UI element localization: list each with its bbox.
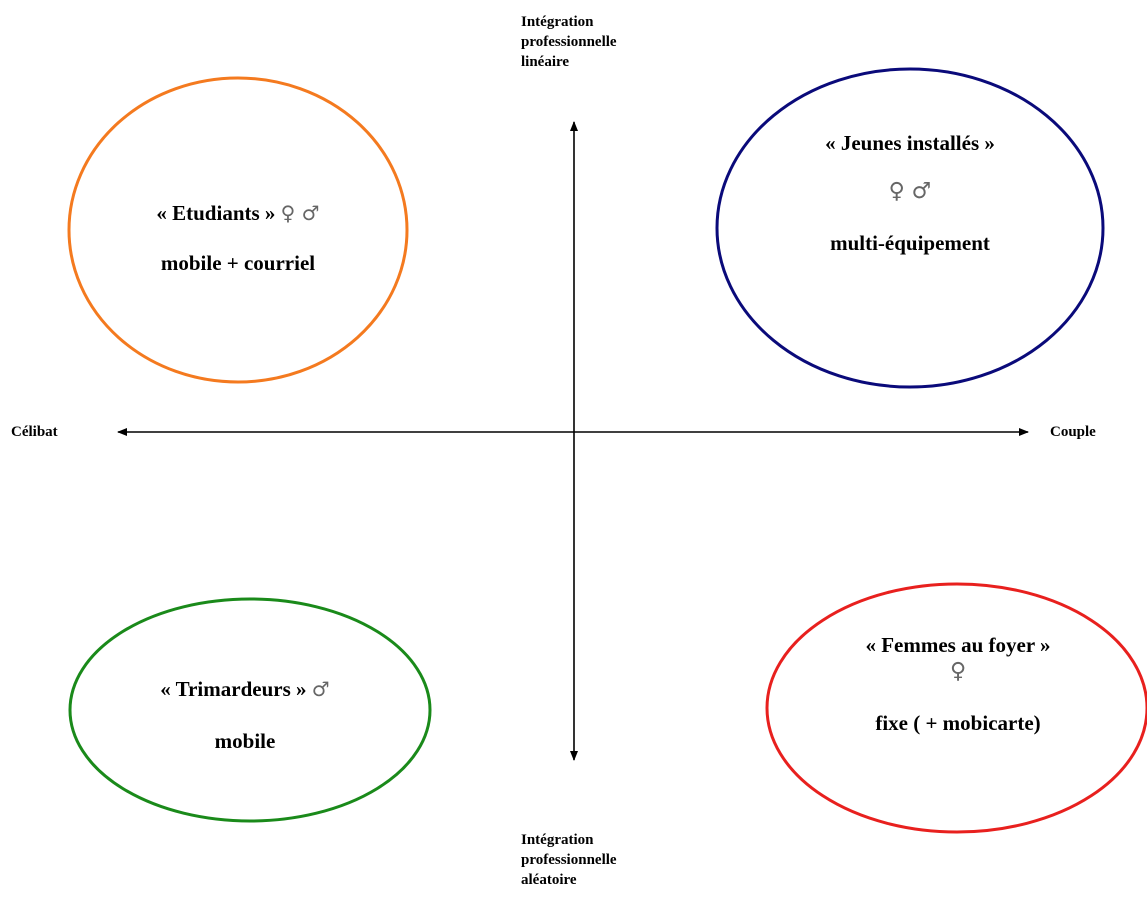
femmes-au-foyer-cluster: « Femmes au foyer » ♀ fixe ( + mobicarte…: [808, 632, 1108, 736]
jeunes-installes-cluster: « Jeunes installés » ♀ ♂ multi-équipemen…: [760, 130, 1060, 256]
jeunes-installes-name: « Jeunes installés »: [825, 131, 995, 155]
female-icon: ♀: [949, 659, 967, 684]
trimardeurs-name: « Trimardeurs »: [160, 677, 307, 701]
top-axis-label-line: Intégration: [521, 14, 594, 30]
etudiants-cluster: « Etudiants » ♀ ♂ mobile + courriel: [88, 200, 388, 276]
trimardeurs-title-line: « Trimardeurs » ♂: [95, 676, 395, 702]
top-axis-label-line: linéaire: [521, 54, 570, 70]
trimardeurs-ellipse: [68, 597, 432, 823]
left-axis-label-text: Célibat: [11, 424, 58, 440]
right-axis-label: Couple: [1050, 422, 1096, 442]
femmes-au-foyer-ellipse: [765, 582, 1147, 834]
etudiants-title-line: « Etudiants » ♀ ♂: [88, 200, 388, 226]
top-axis-label-line: professionnelle: [521, 34, 617, 50]
right-axis-label-text: Couple: [1050, 424, 1096, 440]
femmes-au-foyer-name: « Femmes au foyer »: [865, 633, 1051, 657]
etudiants-ellipse: [67, 76, 409, 384]
bottom-axis-label-line: aléatoire: [521, 872, 577, 888]
etudiants-equipment: mobile + courriel: [160, 251, 316, 275]
left-axis-label: Célibat: [11, 422, 58, 442]
etudiants-name: « Etudiants »: [156, 201, 276, 225]
trimardeurs-equipment: mobile: [214, 729, 276, 753]
trimardeurs-cluster: « Trimardeurs » ♂ mobile: [95, 676, 395, 754]
female-male-icon: ♀ ♂: [888, 179, 932, 204]
jeunes-installes-equipment: multi-équipement: [830, 231, 990, 255]
male-icon: ♂: [311, 677, 330, 701]
jeunes-installes-ellipse: [715, 67, 1105, 389]
femmes-au-foyer-equipment: fixe ( + mobicarte): [875, 711, 1041, 735]
bottom-axis-label: Intégration professionnelle aléatoire: [521, 830, 617, 890]
top-axis-label: Intégration professionnelle linéaire: [521, 12, 617, 72]
bottom-axis-label-line: professionnelle: [521, 852, 617, 868]
bottom-axis-label-line: Intégration: [521, 832, 594, 848]
female-male-icon: ♀ ♂: [280, 201, 320, 225]
